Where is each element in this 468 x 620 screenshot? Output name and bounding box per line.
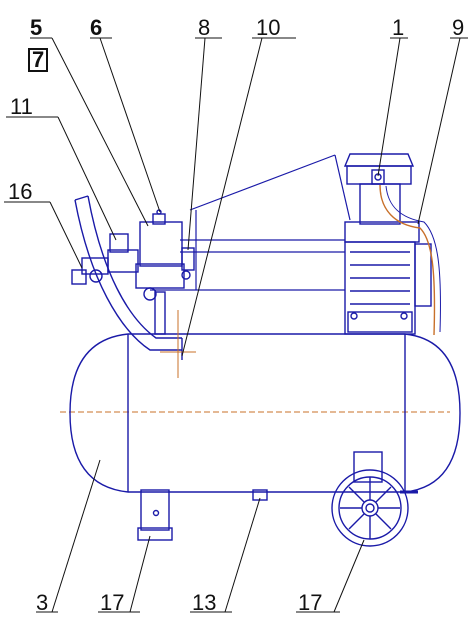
crosshair (160, 310, 196, 378)
drain-valve (252, 489, 268, 501)
label-16: 16 (8, 179, 33, 204)
riser-pipe (154, 291, 166, 335)
label-8: 8 (198, 15, 211, 40)
label-5: 5 (30, 15, 43, 40)
label-1: 1 (392, 15, 405, 40)
label-10: 10 (256, 15, 281, 40)
label-13: 13 (192, 590, 217, 615)
label-11: 11 (10, 94, 33, 119)
leader-lines (4, 37, 468, 613)
tank (69, 333, 461, 493)
handle (74, 195, 183, 360)
front-foot (137, 489, 173, 541)
pressure-switch (139, 209, 195, 280)
wheel-bracket (353, 451, 383, 483)
wheel (331, 469, 409, 547)
label-9: 9 (452, 15, 465, 40)
cylinder-head (343, 153, 415, 225)
delivery-hose (379, 184, 436, 336)
label-3: 3 (36, 590, 49, 615)
label-6: 6 (90, 15, 103, 40)
manifold (71, 233, 185, 301)
label-7: 7 (28, 48, 49, 72)
label-17-wheel: 17 (298, 590, 323, 615)
label-17-front-foot: 17 (100, 590, 125, 615)
shroud (150, 154, 351, 291)
motor (344, 221, 432, 335)
